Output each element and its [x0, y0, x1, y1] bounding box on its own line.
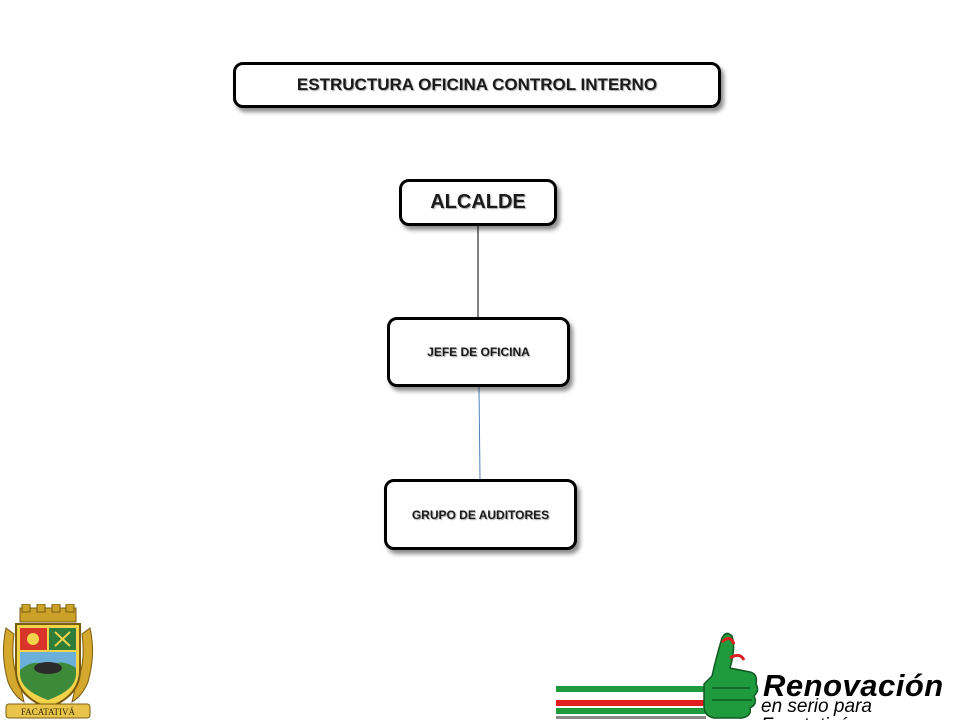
node-alcalde: ALCALDE — [399, 179, 557, 226]
node-alcalde-label: ALCALDE — [430, 191, 526, 213]
facatativa-crest-logo: FACATATIVÁ — [2, 604, 94, 719]
renovacion-logo: Renovación en serio para Facatativá — [554, 628, 960, 720]
thumbs-up-stripes-graphic — [556, 632, 759, 719]
logo-wordmark: Renovación — [763, 668, 944, 703]
edge-jefe-grupo — [478, 386, 481, 480]
node-grupo-label: GRUPO DE AUDITORES — [411, 507, 550, 522]
crest-banner-text: FACATATIVÁ — [21, 707, 76, 717]
node-jefe-label: JEFE DE OFICINA — [427, 345, 530, 359]
logo-tagline: en serio para Facatativá — [761, 696, 872, 720]
node-jefe-de-oficina: JEFE DE OFICINA — [387, 317, 570, 387]
node-grupo-de-auditores: GRUPO DE AUDITORES — [384, 479, 577, 550]
diagram-title-text: ESTRUCTURA OFICINA CONTROL INTERNO — [296, 75, 658, 94]
diagram-title: ESTRUCTURA OFICINA CONTROL INTERNO — [233, 62, 721, 108]
